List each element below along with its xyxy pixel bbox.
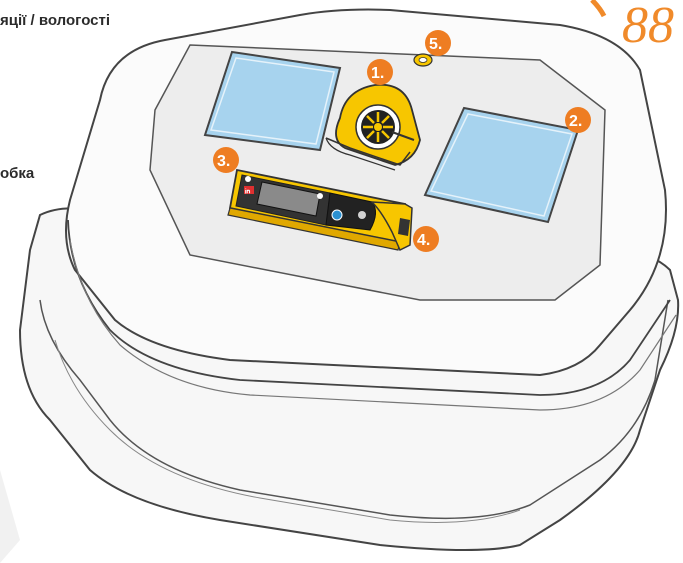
- badge-1: 1.: [367, 59, 393, 85]
- logo-icon: [358, 211, 366, 219]
- badge-2: 2.: [565, 107, 591, 133]
- orange-arc-decoration: [592, 0, 604, 16]
- svg-text:3.: 3.: [217, 153, 230, 170]
- svg-text:1.: 1.: [371, 65, 384, 82]
- svg-text:4.: 4.: [417, 232, 430, 249]
- svg-text:5.: 5.: [429, 36, 442, 53]
- svg-text:ᵢₙ: ᵢₙ: [245, 185, 250, 196]
- badge-5: 5.: [425, 30, 451, 56]
- shadow-decoration: [0, 470, 20, 563]
- vent-icon: [414, 54, 432, 66]
- badge-4: 4.: [413, 226, 439, 252]
- led-left-icon: [245, 176, 251, 182]
- badge-3: 3.: [213, 147, 239, 173]
- set-button-icon: [332, 210, 342, 220]
- led-right-icon: [317, 193, 323, 199]
- svg-text:2.: 2.: [569, 113, 582, 130]
